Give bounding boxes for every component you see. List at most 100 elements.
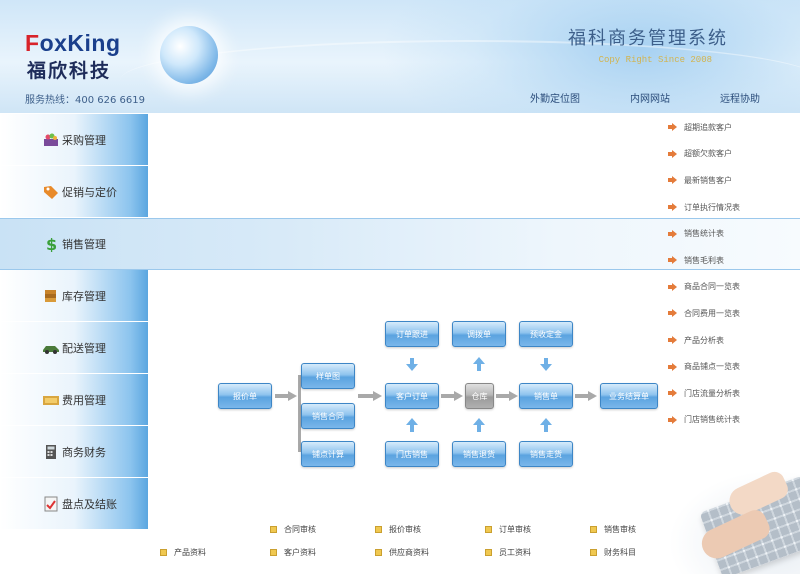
flow-arrow: [575, 391, 597, 401]
sidebar-item-promotion[interactable]: 促销与定价: [0, 166, 148, 218]
sidebar-item-inventory[interactable]: 库存管理: [0, 270, 148, 322]
report-link[interactable]: 超期追款客户: [668, 114, 798, 141]
link-intranet[interactable]: 内网网站: [630, 94, 670, 105]
report-link[interactable]: 最新销售客户: [668, 167, 798, 194]
arrow-right-icon: [668, 229, 678, 238]
square-bullet-icon: [270, 526, 277, 533]
report-link[interactable]: 产品分析表: [668, 327, 798, 354]
flow-store-sales[interactable]: 门店销售: [385, 441, 439, 467]
sidebar-item-label: 商务财务: [62, 445, 106, 459]
link-remote-assist[interactable]: 远程协助: [720, 94, 760, 105]
sidebar-item-label: 盘点及结账: [62, 497, 117, 511]
header-banner: FoxKing 福欣科技 服务热线：400 626 6619 福科商务管理系统 …: [0, 0, 800, 113]
square-bullet-icon: [375, 549, 382, 556]
quick-link-quote-review[interactable]: 报价审核: [375, 524, 421, 535]
flow-quote[interactable]: 报价单: [218, 383, 272, 409]
calculator-icon: [46, 444, 56, 459]
flow-rebate[interactable]: 预收定金: [519, 321, 573, 347]
arrow-up-icon: [540, 418, 552, 432]
report-link[interactable]: 超额欠款客户: [668, 141, 798, 168]
arrow-up-icon: [406, 418, 418, 432]
quick-link-employees[interactable]: 员工资料: [485, 547, 531, 558]
sidebar-item-finance[interactable]: 商务财务: [0, 426, 148, 478]
flow-arrow: [275, 391, 297, 401]
square-bullet-icon: [590, 549, 597, 556]
square-bullet-icon: [160, 549, 167, 556]
quick-link-suppliers[interactable]: 供应商资料: [375, 547, 429, 558]
flow-deposit[interactable]: 调拨单: [452, 321, 506, 347]
square-bullet-icon: [590, 526, 597, 533]
report-link[interactable]: 合同费用一览表: [668, 300, 798, 327]
flow-order[interactable]: 客户订单: [385, 383, 439, 409]
square-bullet-icon: [485, 549, 492, 556]
flow-sales-fee[interactable]: 销售走货: [519, 441, 573, 467]
flow-arrow: [358, 391, 382, 401]
arrow-down-icon: [540, 358, 552, 372]
globe-icon: [160, 26, 218, 84]
books-icon: [45, 289, 56, 302]
arrow-up-icon: [473, 357, 485, 371]
arrow-right-icon: [668, 309, 678, 318]
keyboard-image: [668, 470, 800, 574]
report-link[interactable]: 门店销售统计表: [668, 407, 798, 434]
report-link[interactable]: 商品合同一览表: [668, 274, 798, 301]
system-title: 福科商务管理系统: [568, 28, 728, 49]
car-icon: [43, 345, 59, 354]
arrow-right-icon: [668, 336, 678, 345]
flow-connector: [298, 375, 301, 452]
link-field-location[interactable]: 外勤定位图: [530, 94, 580, 105]
sidebar-item-label: 配送管理: [62, 341, 106, 355]
logo-chinese: 福欣科技: [27, 60, 112, 82]
quick-link-products[interactable]: 产品资料: [160, 547, 206, 558]
quick-link-contract-review[interactable]: 合同审核: [270, 524, 316, 535]
svg-text:$: $: [46, 236, 57, 252]
square-bullet-icon: [270, 549, 277, 556]
flow-warehouse[interactable]: 仓库: [465, 383, 494, 409]
dollar-icon: $: [46, 236, 57, 252]
arrow-right-icon: [668, 389, 678, 398]
sidebar-item-label: 销售管理: [62, 238, 106, 251]
flow-shop-calc[interactable]: 铺点计算: [301, 441, 355, 467]
flow-arrow: [441, 391, 463, 401]
tag-icon: [44, 185, 58, 199]
sidebar-item-stocktake[interactable]: 盘点及结账: [0, 478, 148, 530]
service-hotline: 服务热线：400 626 6619: [25, 95, 145, 106]
flow-sample[interactable]: 样单图: [301, 363, 355, 389]
document-icon: [44, 496, 58, 511]
arrow-right-icon: [668, 176, 678, 185]
logo-english: FoxKing: [25, 30, 121, 56]
top-links: 外勤定位图 内网网站 远程协助: [480, 90, 760, 105]
copyright-text: Copy Right Since 2008: [598, 55, 712, 65]
quick-link-accounts[interactable]: 财务科目: [590, 547, 636, 558]
report-link[interactable]: 订单执行情况表: [668, 194, 798, 221]
sidebar-item-label: 库存管理: [62, 289, 106, 303]
basket-icon: [44, 133, 58, 146]
sidebar-item-sales[interactable]: $ 销售管理: [0, 218, 800, 270]
sidebar-item-label: 促销与定价: [62, 185, 117, 199]
quick-link-order-review[interactable]: 订单审核: [485, 524, 531, 535]
arrow-up-icon: [473, 418, 485, 432]
report-link[interactable]: 销售毛利表: [668, 247, 798, 274]
arrow-right-icon: [668, 256, 678, 265]
arrow-right-icon: [668, 282, 678, 291]
quick-link-customers[interactable]: 客户资料: [270, 547, 316, 558]
header-wave: [120, 40, 800, 113]
arrow-right-icon: [668, 149, 678, 158]
report-link[interactable]: 销售统计表: [668, 220, 798, 247]
arrow-right-icon: [668, 362, 678, 371]
sidebar-item-delivery[interactable]: 配送管理: [0, 322, 148, 374]
flow-order-track[interactable]: 订单跟进: [385, 321, 439, 347]
sidebar-item-label: 费用管理: [62, 393, 106, 407]
sidebar-item-expense[interactable]: 费用管理: [0, 374, 148, 426]
flow-sales-slip[interactable]: 销售单: [519, 383, 573, 409]
square-bullet-icon: [485, 526, 492, 533]
flow-contract[interactable]: 销售合同: [301, 403, 355, 429]
report-link[interactable]: 门店流量分析表: [668, 380, 798, 407]
sidebar-item-purchase[interactable]: 采购管理: [0, 114, 148, 166]
arrow-down-icon: [406, 358, 418, 372]
flow-biz-sheet[interactable]: 业务结算单: [600, 383, 658, 409]
quick-link-sales-review[interactable]: 销售审核: [590, 524, 636, 535]
square-bullet-icon: [375, 526, 382, 533]
flow-sales-return[interactable]: 销售退货: [452, 441, 506, 467]
report-link[interactable]: 商品铺点一览表: [668, 353, 798, 380]
